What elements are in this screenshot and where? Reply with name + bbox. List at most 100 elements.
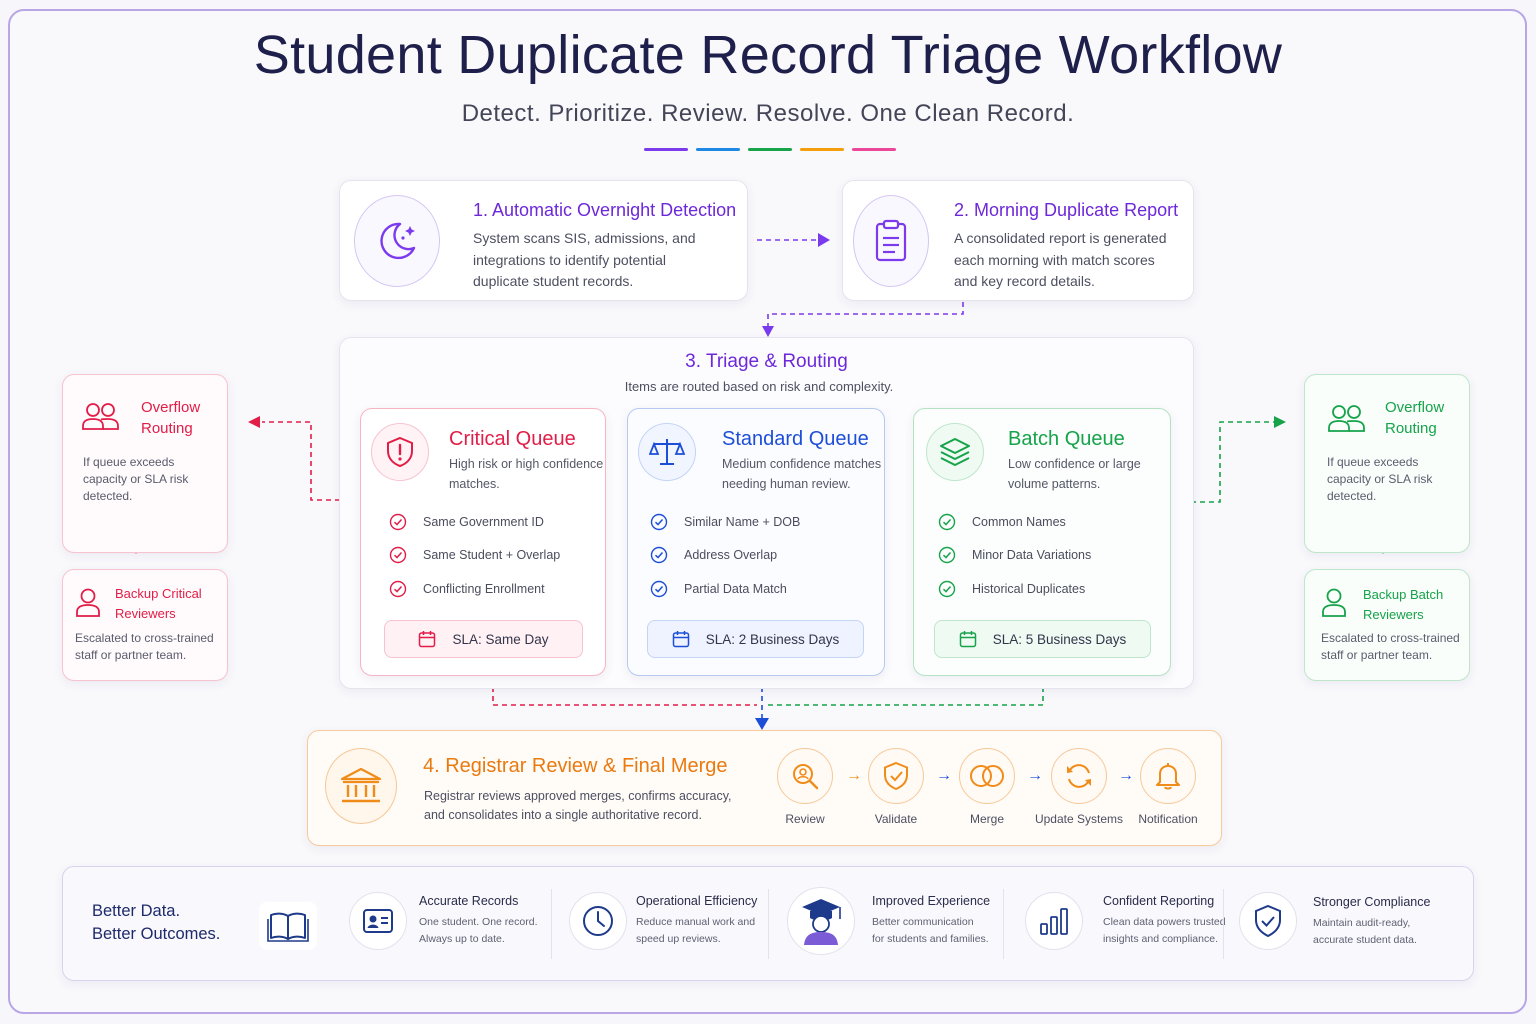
critical-item-label: Same Student + Overlap [423, 548, 561, 562]
step2-line-2: each morning with match scores [954, 251, 1155, 268]
layers-icon [926, 423, 984, 481]
page-subtitle: Detect. Prioritize. Review. Resolve. One… [461, 100, 1075, 127]
critical-sla-label: SLA: Same Day [452, 631, 549, 647]
step4-description: Registrar reviews approved merges, confi… [424, 787, 732, 825]
step3-title: 3. Triage & Routing [685, 351, 848, 372]
right-overflow-text-line-1: If queue exceeds [1327, 455, 1419, 469]
left-overflow-card: Overflow Routing If queue exceeds capaci… [62, 374, 228, 553]
left-overflow-text: If queue exceeds capacity or SLA risk de… [83, 454, 188, 505]
batch-sla-badge: SLA: 5 Business Days [934, 620, 1151, 658]
benefit-divider [1223, 889, 1224, 959]
check-circle-icon [650, 513, 668, 531]
benefit-title: Confident Reporting [1103, 894, 1215, 908]
arrow-right-icon: → [1118, 767, 1134, 784]
left-overflow-text-line-1: If queue exceeds [83, 455, 175, 469]
benefit-title: Operational Efficiency [636, 894, 758, 908]
right-overflow-card: Overflow Routing If queue exceeds capaci… [1304, 374, 1470, 553]
left-backup-card: Backup Critical Reviewers Escalated to c… [62, 569, 228, 681]
benefit-accurate-records: Accurate Records One student. One record… [419, 894, 537, 948]
shield-check-icon [1239, 892, 1297, 950]
benefit-title: Stronger Compliance [1313, 895, 1431, 909]
batch-item: Common Names [938, 513, 1066, 531]
benefit-title: Improved Experience [872, 894, 991, 908]
benefit-improved-experience: Improved Experience Better communication… [872, 894, 990, 948]
right-backup-text-line-1: Escalated to cross-trained [1321, 631, 1460, 645]
benefit-text-line: insights and compliance. [1103, 933, 1218, 945]
check-circle-icon [938, 513, 956, 531]
process-step-review: Review [760, 748, 850, 826]
calendar-icon [959, 631, 976, 648]
standard-sla-badge: SLA: 2 Business Days [647, 620, 864, 658]
accent-dash-pink [852, 148, 896, 151]
batch-desc-line-1: Low confidence or large [1008, 457, 1141, 471]
step4-line-1: Registrar reviews approved merges, confi… [424, 789, 732, 803]
step1-line-2: integrations to identify potential [473, 251, 667, 268]
benefit-text-line: accurate student data. [1313, 934, 1417, 946]
step4-card: 4. Registrar Review & Final Merge Regist… [307, 730, 1222, 846]
benefit-text-line: Better communication [872, 916, 974, 928]
footer-tagline: Better Data. Better Outcomes. [92, 900, 220, 946]
benefit-divider [551, 889, 552, 959]
shield-check-icon [868, 748, 924, 804]
process-step-label: Merge [969, 812, 1004, 826]
scales-icon [638, 423, 696, 481]
step2-line-3: and key record details. [954, 273, 1095, 289]
accent-dash-orange [800, 148, 844, 151]
open-book-icon [259, 902, 317, 950]
batch-item-label: Common Names [972, 515, 1066, 529]
critical-sla-badge: SLA: Same Day [384, 620, 583, 658]
search-user-icon [777, 748, 833, 804]
moon-star-icon [354, 195, 440, 287]
critical-queue-card: Critical Queue High risk or high confide… [360, 408, 606, 676]
accent-dash-purple [644, 148, 688, 151]
right-overflow-text-line-3: detected. [1327, 489, 1377, 503]
critical-queue-title: Critical Queue [449, 428, 576, 450]
batch-queue-description: Low confidence or large volume patterns. [1008, 454, 1141, 494]
step1-title: 1. Automatic Overnight Detection [473, 200, 737, 220]
graduate-icon [787, 887, 855, 955]
left-backup-title-line-1: Backup Critical [115, 586, 202, 601]
step2-line-1: A consolidated report is generated [954, 230, 1167, 246]
right-overflow-text-line-2: capacity or SLA risk [1327, 472, 1433, 486]
process-step-label: Validate [874, 812, 918, 826]
left-backup-text-line-2: staff or partner team. [75, 648, 187, 662]
critical-item: Conflicting Enrollment [389, 580, 545, 598]
standard-desc-line-2: needing human review. [722, 477, 851, 491]
standard-item-label: Partial Data Match [684, 582, 787, 596]
right-overflow-title: Overflow Routing [1385, 397, 1444, 439]
batch-item-label: Historical Duplicates [972, 582, 1086, 596]
step2-description: A consolidated report is generated each … [954, 228, 1166, 293]
benefit-text: One student. One record. Always up to da… [419, 914, 537, 948]
step2-card: 2. Morning Duplicate Report A consolidat… [842, 180, 1194, 301]
standard-sla-label: SLA: 2 Business Days [705, 631, 840, 647]
right-backup-title-line-2: Reviewers [1363, 607, 1424, 622]
right-overflow-text: If queue exceeds capacity or SLA risk de… [1327, 454, 1432, 505]
accent-dash-green [748, 148, 792, 151]
standard-desc-line-1: Medium confidence matches [722, 457, 882, 471]
right-backup-card: Backup Batch Reviewers Escalated to cros… [1304, 569, 1470, 681]
process-step-label: Notification [1138, 812, 1198, 826]
process-step-update-systems: Update Systems [1033, 748, 1125, 826]
right-overflow-title-line-1: Overflow [1385, 399, 1445, 416]
calendar-icon [419, 631, 436, 648]
benefit-text: Reduce manual work and speed up reviews. [636, 914, 757, 948]
check-circle-icon [389, 546, 407, 564]
footer-tagline-line-2: Better Outcomes. [92, 925, 221, 943]
process-step-validate: Validate [851, 748, 941, 826]
arrow-right-icon: → [1027, 767, 1043, 784]
accent-dash-blue [696, 148, 740, 151]
left-overflow-text-line-2: capacity or SLA risk [83, 472, 189, 486]
benefit-text-line: speed up reviews. [636, 933, 721, 945]
critical-desc-line-1: High risk or high confidence [449, 457, 604, 471]
calendar-icon [672, 631, 689, 648]
process-step-merge: Merge [942, 748, 1032, 826]
standard-queue-title: Standard Queue [722, 428, 869, 450]
benefit-title: Accurate Records [419, 894, 519, 908]
left-overflow-title-line-1: Overflow [141, 399, 201, 416]
check-circle-icon [938, 580, 956, 598]
step4-line-2: and consolidates into a single authorita… [424, 808, 702, 822]
benefit-confident-reporting: Confident Reporting Clean data powers tr… [1103, 894, 1226, 948]
check-circle-icon [938, 546, 956, 564]
step1-card: 1. Automatic Overnight Detection System … [339, 180, 748, 301]
left-backup-title-line-2: Reviewers [115, 606, 176, 621]
